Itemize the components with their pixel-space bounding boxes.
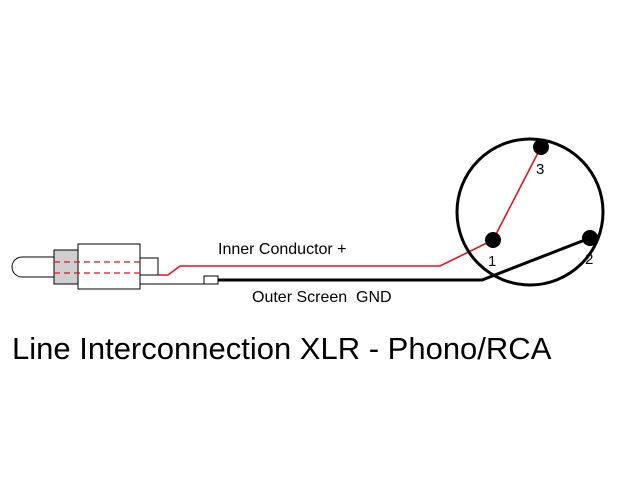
pin-3-label: 3 [536,161,544,178]
pin-1-contact [485,232,501,248]
xlr-connector-icon [455,137,605,287]
pin-3-contact [533,139,549,155]
inner-conductor-label: Inner Conductor + [218,241,347,258]
rca-phono-plug-icon [11,243,159,290]
outer-screen-wire [218,236,591,282]
outer-screen-label: Outer Screen GND [252,289,392,306]
diagram-title: Line Interconnection XLR - Phono/RCA [12,331,552,366]
pin-2-contact [582,230,598,246]
inner-conductor-wire [158,146,542,276]
pin-1-label: 1 [488,253,496,270]
cable-jacket [140,275,219,285]
pin-2-label: 2 [585,251,593,268]
